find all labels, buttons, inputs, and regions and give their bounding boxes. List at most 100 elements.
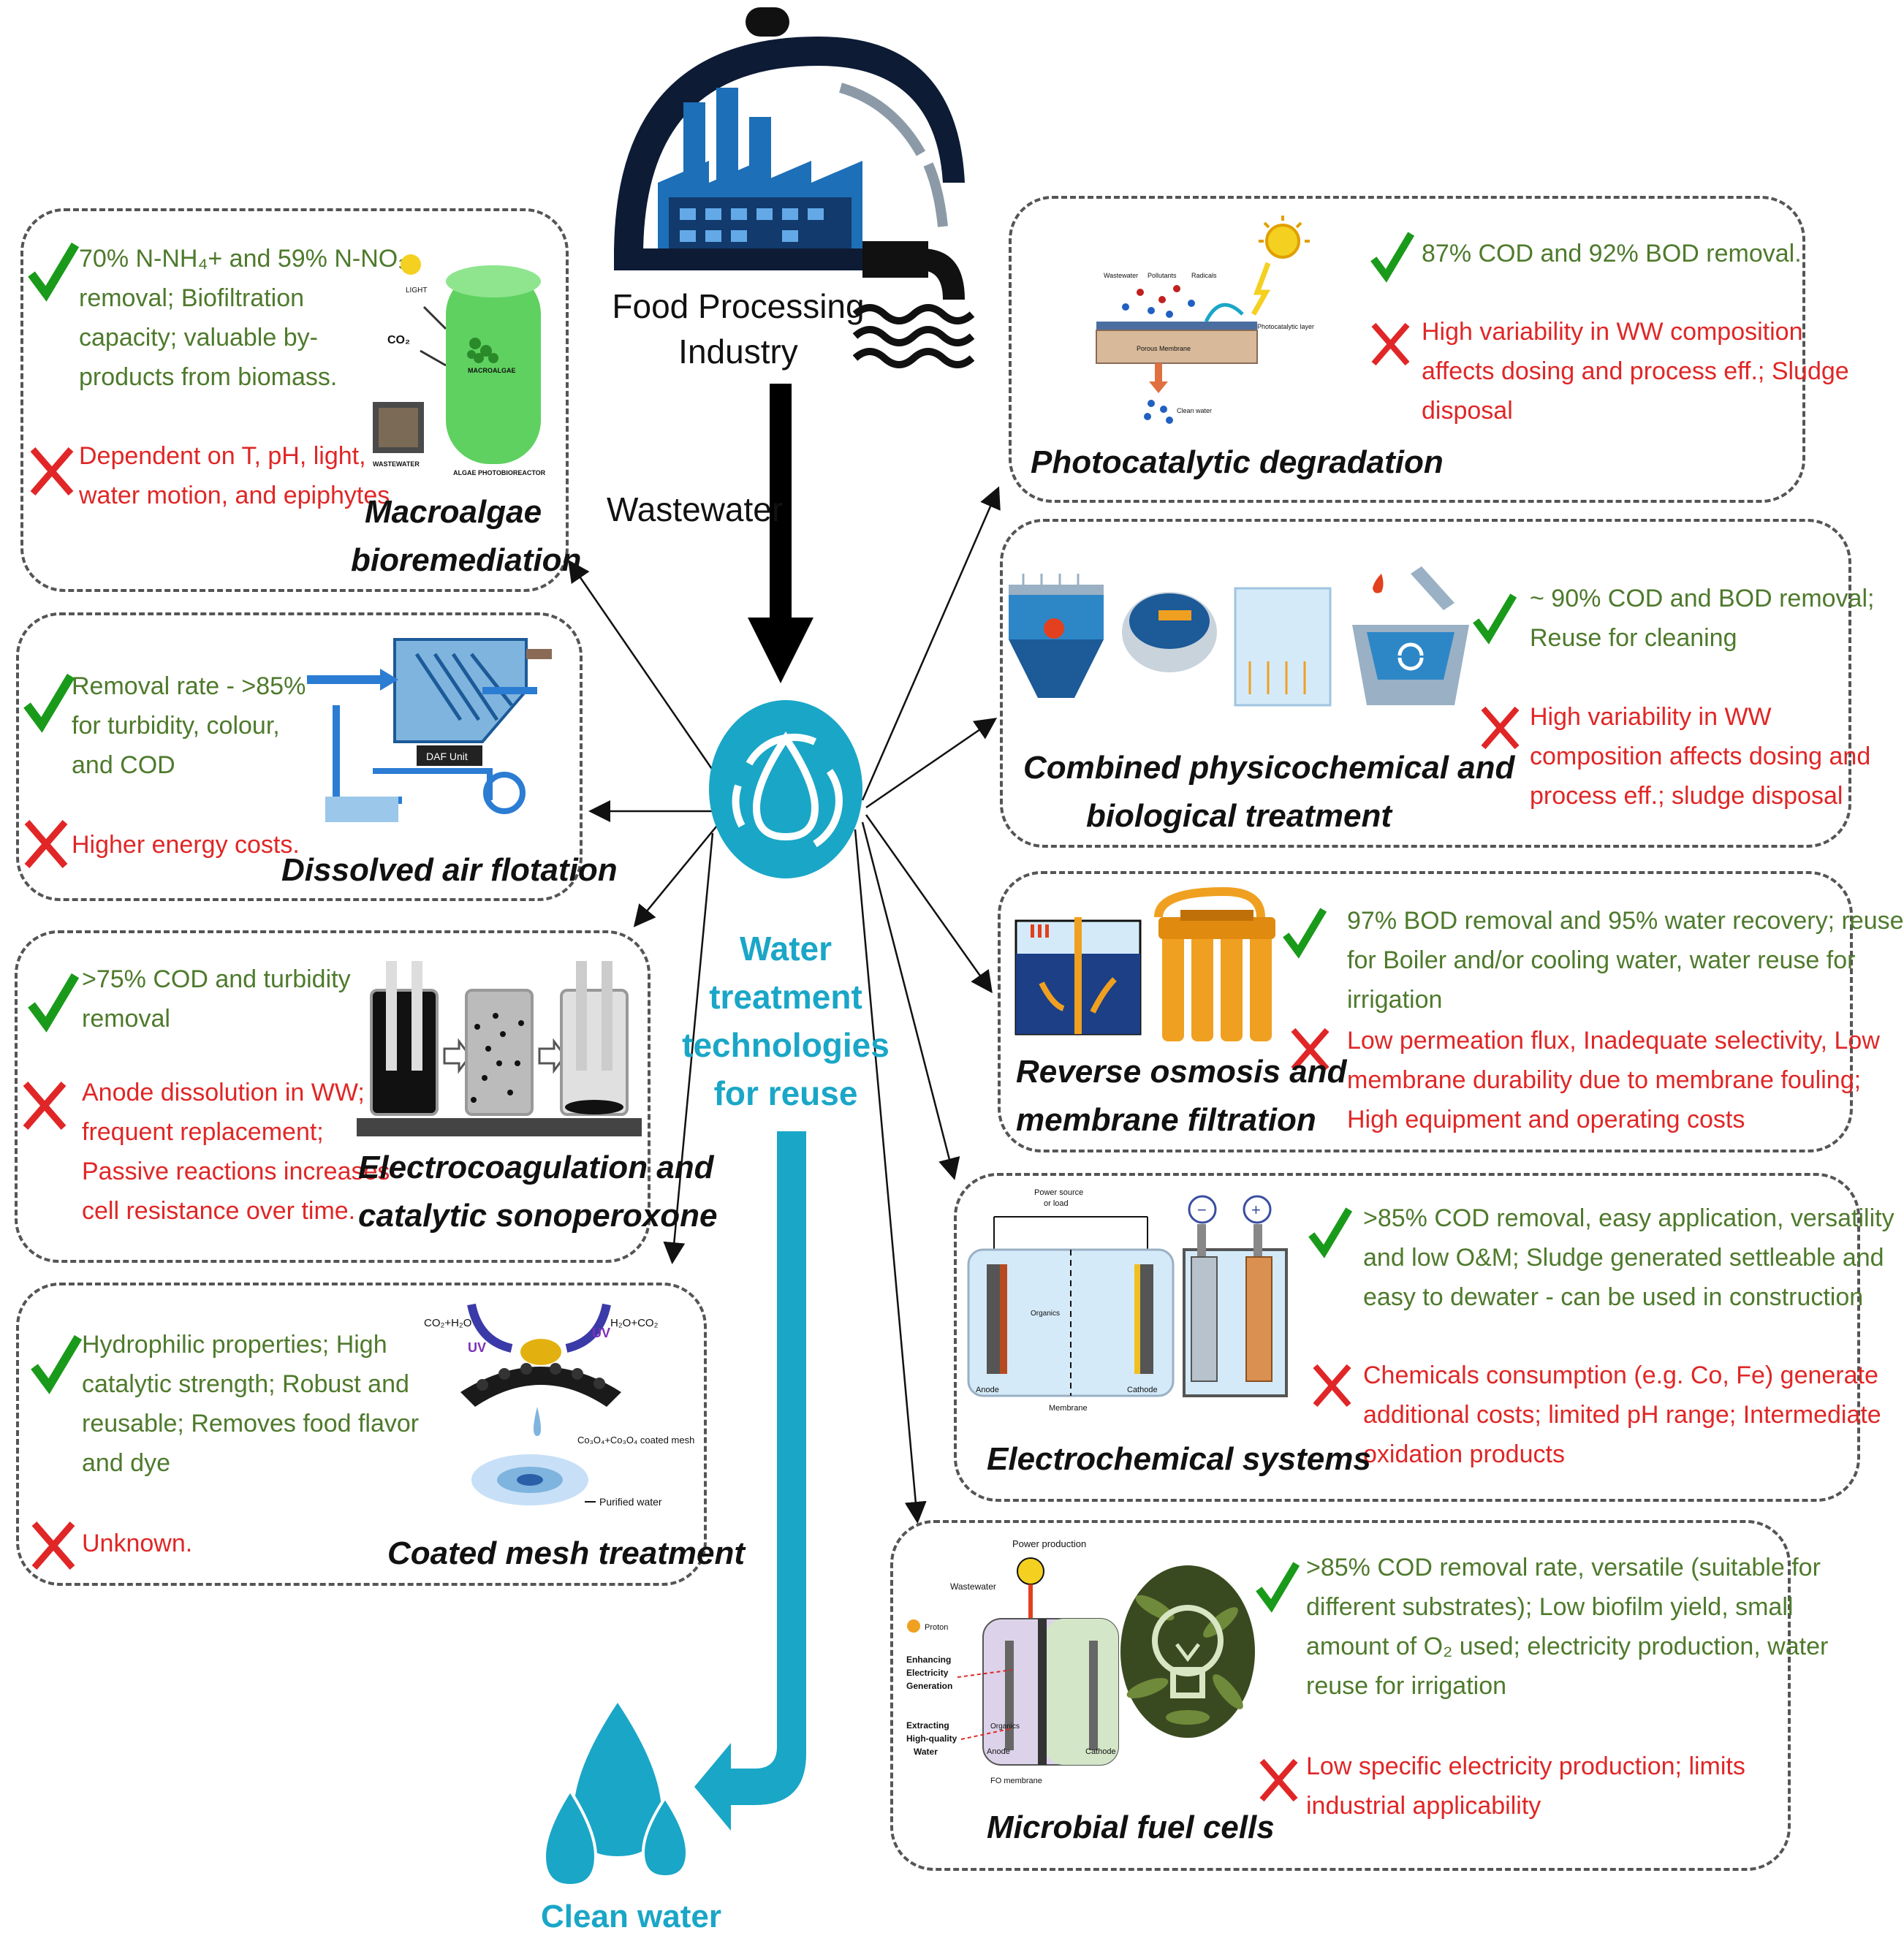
con-line: Passive reactions increases [82, 1158, 390, 1185]
pro-line: Reuse for cleaning [1530, 624, 1737, 652]
svg-text:Cathode: Cathode [1127, 1386, 1158, 1394]
con-line: oxidation products [1363, 1440, 1565, 1468]
pro-line: different substrates); Low biofilm yield… [1306, 1593, 1794, 1621]
con-line: frequent replacement; [82, 1118, 324, 1146]
con-line: industrial applicability [1306, 1792, 1541, 1820]
light-label: LIGHT [406, 286, 427, 295]
con-line: membrane durability due to membrane foul… [1347, 1066, 1862, 1094]
pro-line: and dye [82, 1449, 170, 1477]
svg-text:+: + [1251, 1201, 1261, 1219]
electrocoagulation-title: Electrocoagulation and catalytic sonoper… [358, 1150, 718, 1234]
photocatalytic-title: Photocatalytic degradation [1031, 444, 1444, 480]
con-line: additional costs; limited pH range; Inte… [1363, 1401, 1881, 1429]
svg-text:Purified water: Purified water [599, 1496, 662, 1508]
check-icon [28, 973, 80, 1033]
svg-text:UV: UV [468, 1340, 486, 1355]
con-line: affects dosing and process eff.; Sludge [1422, 357, 1849, 385]
electrocoagulation-cells-icon [357, 954, 642, 1136]
arrow-to-ro [865, 814, 993, 994]
check-icon [1308, 1207, 1353, 1258]
pro-line: >85% COD removal, easy application, vers… [1363, 1204, 1894, 1232]
con-line: Low specific electricity production; lim… [1306, 1752, 1745, 1780]
pro-line: ~ 90% COD and BOD removal; [1530, 585, 1875, 612]
electrochemical-cell-icon: Power source or load Organics Anode Cath… [965, 1184, 1294, 1418]
svg-text:ALGAE PHOTOBIOREACTOR: ALGAE PHOTOBIOREACTOR [453, 469, 546, 476]
pro-line: amount of O₂ used; electricity productio… [1306, 1633, 1829, 1660]
cross-icon [1371, 322, 1410, 366]
check-icon [23, 673, 75, 733]
svg-text:Cathode: Cathode [1085, 1747, 1116, 1756]
electrochemical-title: Electrochemical systems [987, 1441, 1371, 1477]
pro-line: irrigation [1347, 986, 1443, 1014]
combined-treatment-title: Combined physicochemical and biological … [1023, 750, 1515, 834]
pro-line: reusable; Removes food flavor [82, 1410, 420, 1437]
svg-text:MACROALGAE: MACROALGAE [468, 367, 516, 374]
svg-text:Electricity: Electricity [906, 1668, 949, 1678]
wastewater-label: Wastewater [607, 490, 784, 528]
pro-line: 97% BOD removal and 95% water recovery; … [1347, 907, 1904, 935]
con-line: Higher energy costs. [72, 831, 300, 859]
combined-treatment-icons [1009, 530, 1476, 720]
microbial-fuel-cells-title: Microbial fuel cells [987, 1809, 1275, 1845]
svg-text:H₂O+CO₂: H₂O+CO₂ [610, 1317, 659, 1329]
arrow-to-macroalgae [568, 559, 732, 797]
svg-text:Pollutants: Pollutants [1148, 272, 1177, 279]
con-line: Low permeation flux, Inadequate selectiv… [1347, 1027, 1880, 1055]
check-icon [1370, 232, 1415, 283]
pro-line: easy to dewater - can be used in constru… [1363, 1283, 1864, 1311]
con-line: High variability in WW [1530, 703, 1772, 731]
con-line: process eff.; sludge disposal [1530, 782, 1843, 810]
svg-text:or load: or load [1044, 1199, 1069, 1208]
coated-mesh-title: Coated mesh treatment [387, 1535, 746, 1571]
svg-text:Photocatalytic layer: Photocatalytic layer [1257, 323, 1314, 330]
svg-text:CO₂: CO₂ [387, 334, 410, 346]
svg-text:Anode: Anode [976, 1386, 999, 1394]
svg-text:Clean water: Clean water [1177, 407, 1212, 414]
photocatalytic-membrane-icon: Wastewater Pollutants Radicals Photocata… [1096, 212, 1323, 431]
svg-text:Membrane: Membrane [1049, 1404, 1088, 1413]
arrow-to-combined [865, 718, 998, 809]
pro-line: and COD [72, 751, 175, 779]
con-line: composition affects dosing and [1530, 742, 1871, 770]
cross-icon [23, 1082, 67, 1130]
microbial-fuel-cell-icon: Power production Wastewater Proton Enhan… [903, 1531, 1122, 1801]
pro-line: Hydrophilic properties; High [82, 1331, 387, 1359]
reverse-osmosis-icon [1012, 886, 1275, 1049]
industry-title: Food Processing Industry [612, 287, 865, 371]
factory-cloche-icon [599, 7, 979, 373]
cross-icon [30, 447, 74, 495]
svg-text:WASTEWATER: WASTEWATER [373, 460, 420, 468]
pro-line: for Boiler and/or cooling water, water r… [1347, 946, 1856, 974]
pro-line: catalytic strength; Robust and [82, 1370, 409, 1398]
con-line: High equipment and operating costs [1347, 1106, 1745, 1133]
check-icon [31, 1334, 83, 1394]
con-line: Anode dissolution in WW; [82, 1079, 365, 1106]
con-line: Dependent on T, pH, light, [79, 442, 366, 470]
pro-line: 87% COD and 92% BOD removal. [1422, 240, 1802, 267]
con-line: disposal [1422, 397, 1513, 425]
pro-line: >75% COD and turbidity [82, 965, 351, 993]
pro-line: products from biomass. [79, 363, 338, 391]
check-icon [1256, 1562, 1300, 1613]
svg-text:Extracting: Extracting [906, 1720, 949, 1731]
cross-icon [31, 1522, 75, 1570]
con-line: cell resistance over time. [82, 1197, 356, 1225]
con-line: Unknown. [82, 1530, 193, 1557]
cross-icon [1259, 1758, 1298, 1802]
bacteria-bulb-icon [1118, 1564, 1257, 1739]
arrow-to-electrocoag [633, 821, 721, 927]
svg-text:−: − [1197, 1201, 1207, 1219]
algae-photobioreactor-icon: LIGHT CO₂ MACROALGAE WASTEWATER ALGAE PH… [365, 248, 555, 482]
svg-text:Anode: Anode [987, 1747, 1010, 1756]
cross-icon [1481, 706, 1520, 750]
reverse-osmosis-title: Reverse osmosis and membrane filtration [1016, 1054, 1347, 1138]
svg-text:UV: UV [592, 1326, 610, 1340]
arrow-to-photocat [861, 486, 1001, 801]
macroalgae-title: Macroalgae bioremediation [351, 494, 582, 578]
pro-line: removal; Biofiltration [79, 284, 305, 312]
pro-line: removal [82, 1005, 170, 1033]
check-icon [1473, 593, 1517, 645]
water-cycle-icon [705, 698, 866, 895]
cross-icon [1313, 1364, 1351, 1408]
svg-text:CO₂+H₂O: CO₂+H₂O [424, 1317, 471, 1329]
